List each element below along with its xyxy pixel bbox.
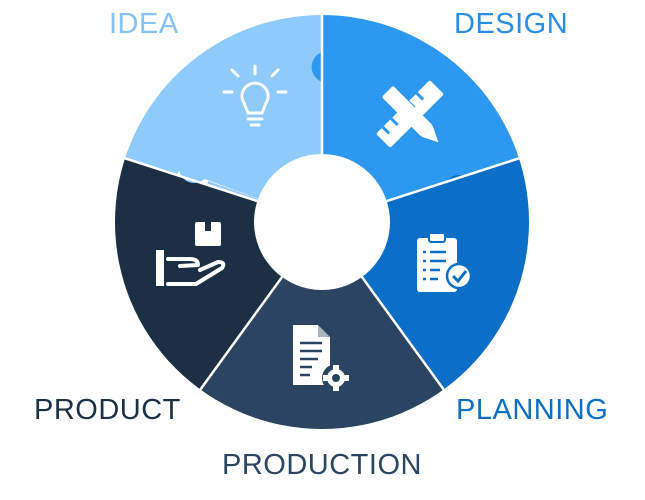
stage-label-product: PRODUCT [34, 394, 181, 426]
knob-design-idea [319, 53, 349, 83]
knob-planning-design [444, 175, 474, 205]
knob-production-planning [375, 325, 405, 355]
document-gear-icon [293, 325, 350, 392]
knob-product-production [213, 310, 243, 340]
stage-label-planning: PLANNING [456, 394, 609, 426]
lightbulb-icon [222, 64, 288, 127]
knob-idea-product [179, 153, 209, 183]
hand-package-icon [156, 222, 226, 286]
stage-label-design: DESIGN [454, 8, 569, 40]
stage-label-production: PRODUCTION [222, 449, 422, 481]
clipboard-check-icon [417, 232, 473, 292]
stage-label-idea: IDEA [109, 8, 179, 40]
center-hole [254, 154, 390, 290]
